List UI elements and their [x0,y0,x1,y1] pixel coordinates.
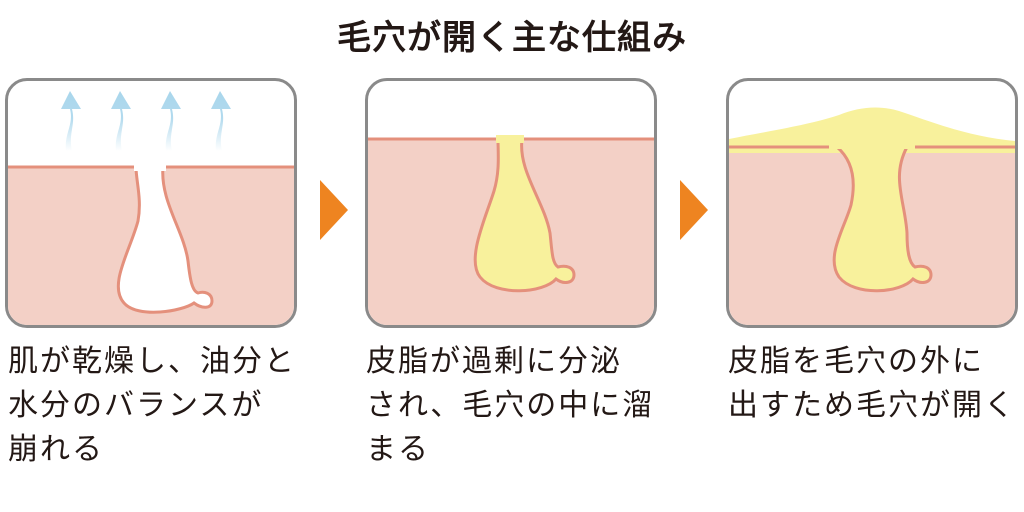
caption-line: まる [366,432,430,467]
evaporation-arrow-icon [111,91,131,151]
sebum-filled-pore [832,145,933,293]
caption-step-2: 皮脂が過剰に分泌 され、毛穴の中に溜 まる [366,340,666,472]
caption-line: 皮脂を毛穴の外に [728,344,984,379]
caption-step-3: 皮脂を毛穴の外に 出すため毛穴が開く [728,340,1024,428]
caption-line: され、毛穴の中に溜 [366,388,655,423]
evaporation-arrow-icon [211,91,231,151]
caption-line: 皮脂が過剰に分泌 [366,344,622,379]
sebum-filled-pore [473,137,576,293]
empty-pore [116,165,214,314]
evaporation-arrow-icon [161,91,181,151]
next-step-arrow-icon [320,180,348,240]
sebum-surface-layer [729,107,1015,153]
evaporation-arrow-icon [61,91,81,151]
caption-line: 出すため毛穴が開く [728,388,1016,423]
caption-line: 肌が乾燥し、油分と [8,344,296,379]
panel-sebum-buildup [365,78,657,328]
caption-line: 水分のバランスが [8,388,264,423]
caption-line: 崩れる [8,432,104,467]
panel-pore-opening [726,78,1018,328]
panel-dry-skin [5,78,297,328]
next-step-arrow-icon [680,180,708,240]
diagram-title: 毛穴が開く主な仕組み [337,18,687,58]
caption-step-1: 肌が乾燥し、油分と 水分のバランスが 崩れる [8,340,308,472]
